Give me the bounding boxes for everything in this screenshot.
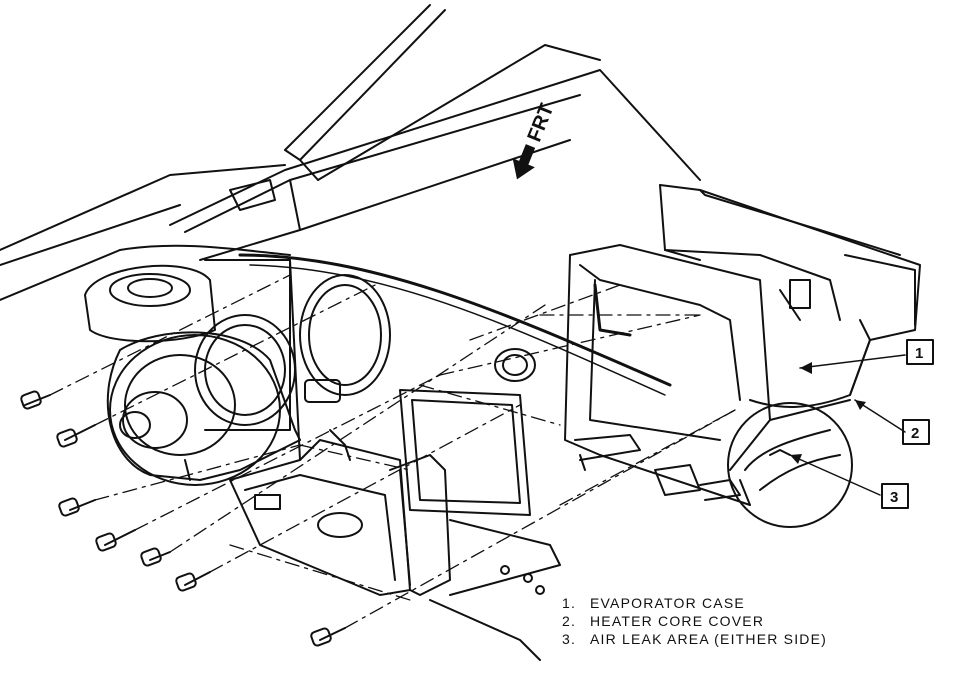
screw-icon — [58, 497, 96, 517]
screw-icon — [175, 571, 211, 592]
legend: 1. EVAPORATOR CASE 2. HEATER CORE COVER … — [562, 595, 827, 647]
callout-number-2: 2 — [911, 425, 919, 442]
air-leak-detail-circle — [727, 402, 853, 528]
heater-core-cover — [749, 319, 871, 408]
screw-icon — [95, 529, 136, 552]
firewall-panel — [204, 259, 536, 516]
alignment-lines — [49, 274, 736, 629]
screw-icon — [310, 627, 346, 647]
windshield-frame — [284, 4, 601, 181]
legend-number-1: 1. — [562, 595, 576, 611]
left-fender — [0, 164, 291, 301]
callout-box-1 — [906, 339, 934, 365]
callout-number-3: 3 — [890, 489, 898, 506]
callout-box-3 — [881, 483, 909, 509]
shock-tower — [84, 264, 216, 343]
legend-text-3: AIR LEAK AREA (EITHER SIDE) — [590, 631, 827, 647]
frt-label: FRT — [523, 101, 558, 145]
screw-icon — [140, 547, 171, 567]
legend-number-2: 2. — [562, 613, 576, 629]
front-direction-marker: FRT — [512, 101, 558, 180]
fastener-screws — [20, 390, 346, 647]
evaporator-case — [564, 184, 921, 506]
callout-leaders — [789, 354, 906, 496]
screw-icon — [56, 424, 96, 448]
screw-icon — [20, 390, 51, 410]
legend-text-1: EVAPORATOR CASE — [590, 595, 745, 611]
arrow-icon — [512, 144, 536, 180]
legend-number-3: 3. — [562, 631, 576, 647]
callout-number-1: 1 — [915, 345, 923, 362]
cowl-panel — [169, 69, 701, 396]
callout-box-2 — [902, 419, 930, 445]
case-fittings — [574, 434, 741, 501]
legend-text-2: HEATER CORE COVER — [590, 613, 764, 629]
lower-flange — [429, 519, 561, 661]
